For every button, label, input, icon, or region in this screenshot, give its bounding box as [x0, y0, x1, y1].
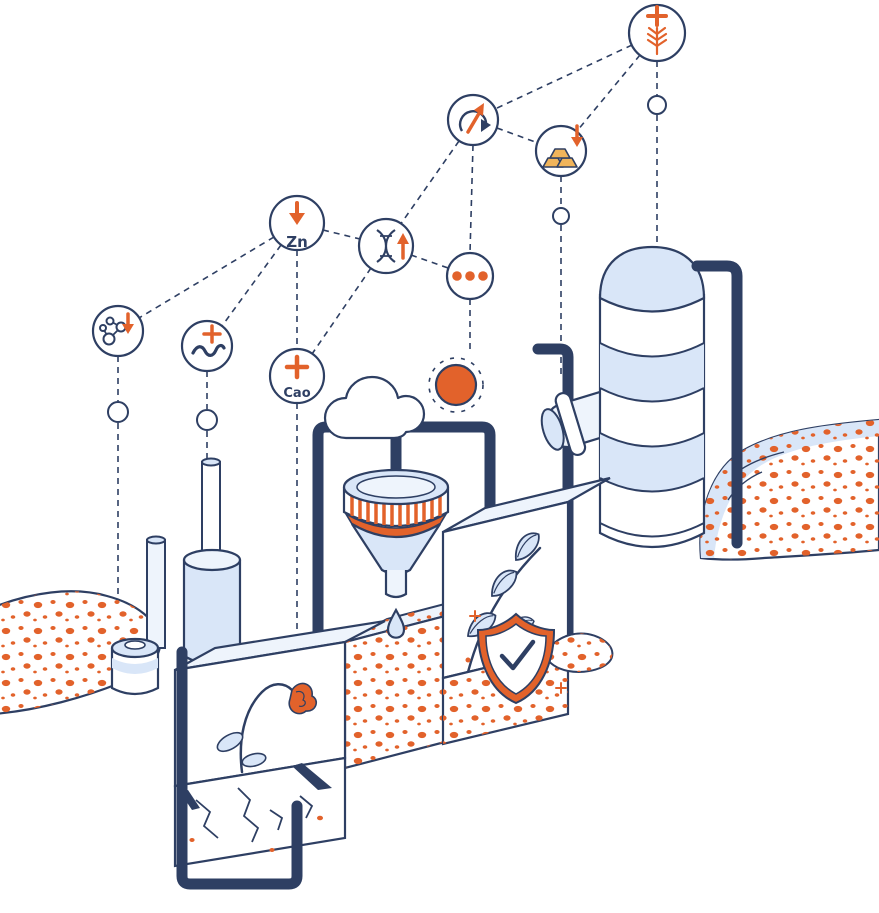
- connector-dot: [107, 401, 129, 423]
- flower-head: [288, 682, 318, 715]
- node-zinc: Zn: [268, 194, 326, 252]
- cao-label: Cao: [283, 386, 310, 401]
- pipe-loop: [176, 646, 303, 890]
- node-more: [445, 251, 495, 301]
- connector-zinc-molecule: [138, 236, 275, 319]
- cracks: [195, 787, 314, 843]
- flower-leaf: [216, 731, 244, 753]
- soil-patch-right: [543, 632, 614, 673]
- node-grain: [627, 3, 687, 63]
- plus-icon: [284, 354, 310, 380]
- wilting-flower: [216, 682, 318, 774]
- soil-mound-right: [699, 418, 879, 561]
- water-drop: [386, 607, 406, 639]
- node-gold: [534, 124, 588, 178]
- storage-tower: [598, 245, 706, 548]
- pipe-mid: [532, 343, 574, 646]
- zinc-label: Zn: [286, 233, 308, 251]
- connector-recycle-more: [469, 144, 474, 254]
- connector-dna-cao: [311, 267, 372, 355]
- worm-plus-icon: [191, 324, 226, 357]
- connector-grain-gold: [576, 54, 641, 132]
- connector-zinc-worm: [221, 244, 282, 327]
- flower-block: [173, 619, 386, 788]
- flower-leaf: [241, 752, 267, 768]
- gold-bars-down-arrow-icon: [542, 148, 578, 168]
- molecule-down-arrow-icon: [99, 312, 134, 346]
- cloud: [323, 375, 426, 440]
- ellipsis-icon: [452, 271, 488, 281]
- wheat-plus-icon: [646, 5, 668, 56]
- sun: [428, 357, 484, 413]
- chimney-large: [182, 457, 242, 666]
- connector-dot: [196, 409, 218, 431]
- connector-dot: [552, 207, 570, 225]
- cracked-block-pebbles: [189, 815, 323, 852]
- dna-up-arrow-icon: [376, 229, 409, 263]
- chimney-small: [146, 535, 166, 649]
- node-recycle: [446, 93, 500, 147]
- connector-dots: [107, 95, 667, 431]
- connector-zinc-dna: [322, 229, 361, 240]
- check-icon: [499, 639, 536, 671]
- tower-dome: [598, 245, 706, 313]
- leaf: [515, 532, 540, 561]
- down-arrow: [571, 124, 583, 147]
- node-dna: [357, 217, 415, 275]
- connector-dot: [647, 95, 667, 115]
- pipe-right: [691, 260, 743, 549]
- canister: [110, 637, 160, 696]
- node-molecule: [91, 304, 145, 358]
- connector-grain-recycle: [494, 44, 633, 110]
- shield-check: [465, 610, 567, 705]
- down-arrow-icon: [289, 201, 305, 225]
- connector-recycle-gold: [496, 127, 539, 144]
- connector-dna-more: [410, 254, 449, 269]
- duct-flange: [554, 391, 587, 457]
- node-cao: Cao: [268, 347, 326, 405]
- connector-recycle-dna: [399, 140, 460, 226]
- recycle-up-arrow-icon: [458, 103, 491, 134]
- funnel-stripes: [350, 496, 442, 526]
- funnel-hopper: [342, 468, 450, 599]
- shield-sparkles: [465, 610, 567, 694]
- node-worm: [180, 319, 234, 373]
- funnel-spout: [384, 570, 408, 599]
- leaf: [491, 569, 518, 597]
